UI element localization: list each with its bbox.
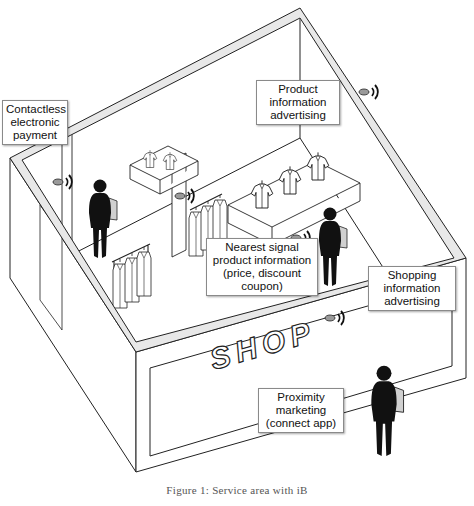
hanging-shirt (407, 148, 425, 171)
figure-caption: Figure 1: Service area with iB (0, 484, 474, 497)
wall-top (10, 8, 466, 352)
hanging-shirt (391, 125, 409, 148)
small-table (130, 146, 198, 194)
floor-edge (22, 18, 454, 378)
hanging-shirt (375, 102, 393, 125)
callout-box: Product information advertising (256, 80, 340, 125)
beacon-signal (359, 85, 378, 99)
shopper-silhouette (319, 208, 347, 287)
callout-box: Proximity marketing (connect app) (258, 388, 344, 433)
callout-text: Proximity marketing (connect app) (262, 391, 340, 430)
folded-shirt (143, 150, 157, 167)
callout-box: Contactless electronic payment (2, 100, 68, 145)
callout-box: Shopping information advertising (368, 266, 456, 311)
folded-shirt (163, 152, 177, 169)
shopper-silhouette (89, 180, 117, 259)
display-shirt (251, 180, 273, 208)
shop-interior (22, 18, 454, 378)
hanging-coat (213, 195, 227, 244)
beacon-signal (325, 311, 344, 325)
display-shirt (307, 152, 329, 180)
callout-text: Contactless electronic payment (6, 103, 64, 142)
clothes-rod (340, 40, 446, 190)
callout-text: Shopping information advertising (372, 269, 452, 308)
hanging-coat (137, 247, 151, 296)
beacon-signal (53, 175, 72, 189)
hanging-shirt (423, 170, 441, 193)
display-shirt (279, 166, 301, 194)
beacon-signal (175, 189, 194, 203)
shopper-silhouette (371, 366, 403, 456)
callout-text: Nearest signal product information (pric… (210, 241, 314, 293)
callout-box: Nearest signal product information (pric… (206, 238, 318, 296)
callout-text: Product information advertising (260, 83, 336, 122)
hanging-shirt (359, 80, 377, 103)
